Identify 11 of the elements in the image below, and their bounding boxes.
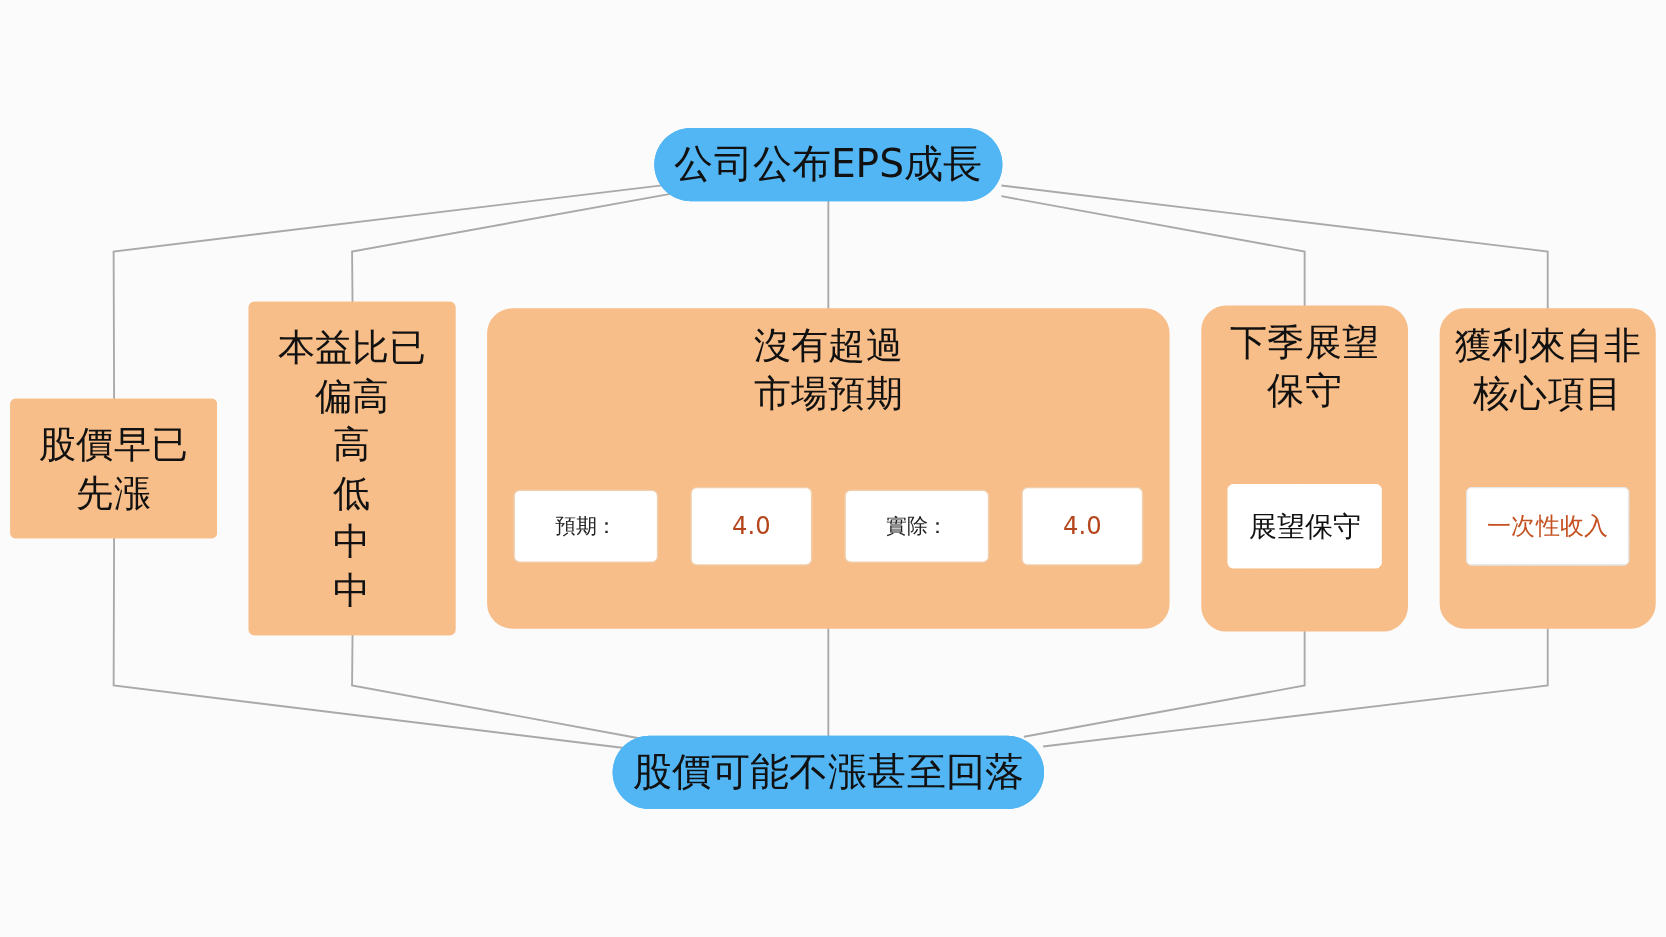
connector — [112, 184, 663, 401]
connector — [1042, 626, 1549, 748]
node-box: 4.0 — [1021, 486, 1144, 566]
connector — [827, 199, 830, 311]
connector — [1000, 195, 1306, 308]
node-box: 4.0 — [690, 486, 813, 566]
connector — [1022, 629, 1306, 738]
connector — [1000, 184, 1549, 311]
node-box: 預期： — [513, 489, 659, 563]
connector — [827, 626, 830, 738]
node-box: 實除： — [844, 489, 990, 563]
